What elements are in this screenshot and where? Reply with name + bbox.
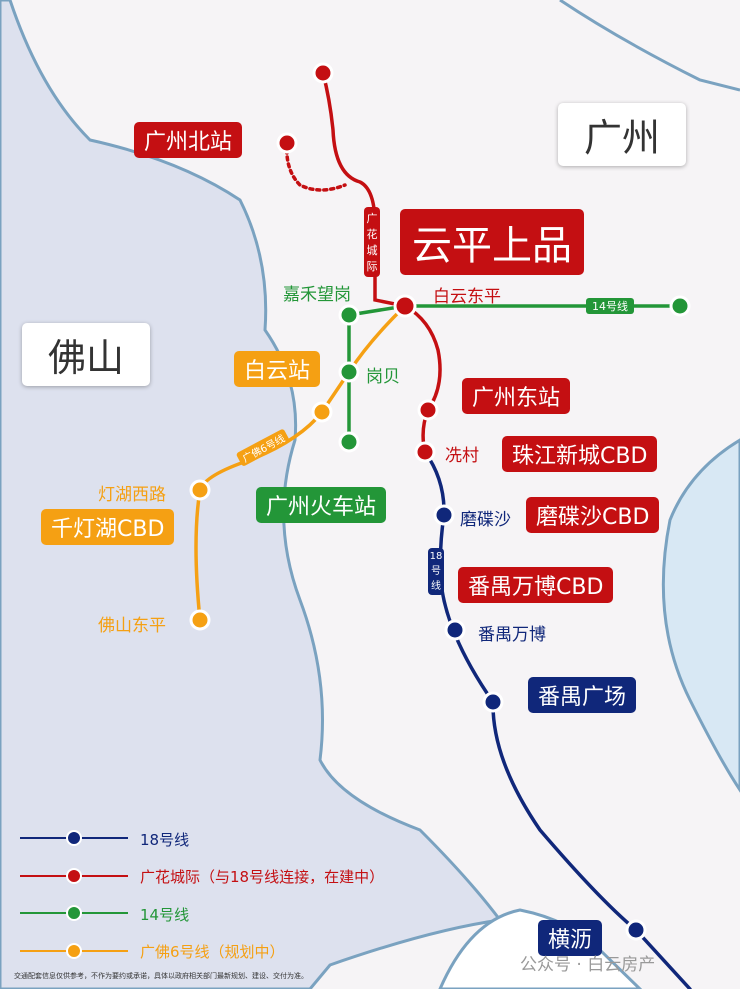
callout-guangzhou-north[interactable]: 广州北站 [134,122,243,158]
callout-guangzhou-rail[interactable]: 广州火车站 [256,487,387,523]
city-label-guangzhou: 广州 [558,103,687,166]
station-label: 白云东平 [433,287,501,307]
legend-item-18: 18号线 [140,831,190,849]
station-dot[interactable] [338,304,360,326]
legend-item-14: 14号线 [140,906,190,924]
city-label-foshan: 佛山 [22,323,151,386]
callout-panyu-square[interactable]: 番禺广场 [528,677,637,713]
line-tag-14: 14号线 [586,298,634,314]
callout-guangzhou-east[interactable]: 广州东站 [462,378,571,414]
station-dot[interactable] [189,479,211,501]
station-dot[interactable] [669,295,691,317]
legend-item-guanghua: 广花城际（与18号线连接，在建中） [140,868,385,886]
disclaimer: 交通配套信息仅供参考，不作为要约或承诺，具体以政府相关部门最新规划、建设、交付为… [14,972,308,980]
station-label: 灯湖西路 [98,485,166,505]
station-dot[interactable] [433,504,455,526]
station-dot[interactable] [189,609,211,631]
station-dot[interactable] [338,361,360,383]
station-dot[interactable] [414,441,436,463]
station-dot[interactable] [393,294,417,318]
line-tag-18: 18号线 [428,548,444,595]
station-dot[interactable] [312,62,334,84]
station-dot[interactable] [276,132,298,154]
callout-qiandenghu[interactable]: 千灯湖CBD [41,509,175,545]
station-dot[interactable] [311,401,333,423]
line-guanghua-dotted [285,141,347,192]
callout-baiyun-zhan[interactable]: 白云站 [234,351,321,387]
station-label: 岗贝 [366,367,400,387]
watermark: 公众号 · 白云房产 [520,955,656,975]
station-dot[interactable] [338,431,360,453]
water-region [661,438,740,793]
station-label: 佛山东平 [98,616,166,636]
station-dot[interactable] [417,399,439,421]
station-dot[interactable] [625,919,647,941]
station-label: 磨碟沙 [460,510,511,530]
line-tag-guanghua: 广花城际 [364,207,380,277]
station-label: 嘉禾望岗 [283,285,351,305]
callout-mopansha[interactable]: 磨碟沙CBD [526,497,660,533]
station-label: 番禺万博 [478,625,546,645]
project-callout[interactable]: 云平上品 [400,209,584,275]
foshan-region [0,0,503,989]
callout-panyu-cbd[interactable]: 番禺万博CBD [458,567,614,603]
callout-hengli[interactable]: 横沥 [538,920,603,956]
station-dot[interactable] [444,619,466,641]
station-dot[interactable] [482,691,504,713]
legend-item-gf6: 广佛6号线（规划中） [140,943,285,961]
station-label: 冼村 [445,446,479,466]
callout-zhujiang[interactable]: 珠江新城CBD [502,436,658,472]
